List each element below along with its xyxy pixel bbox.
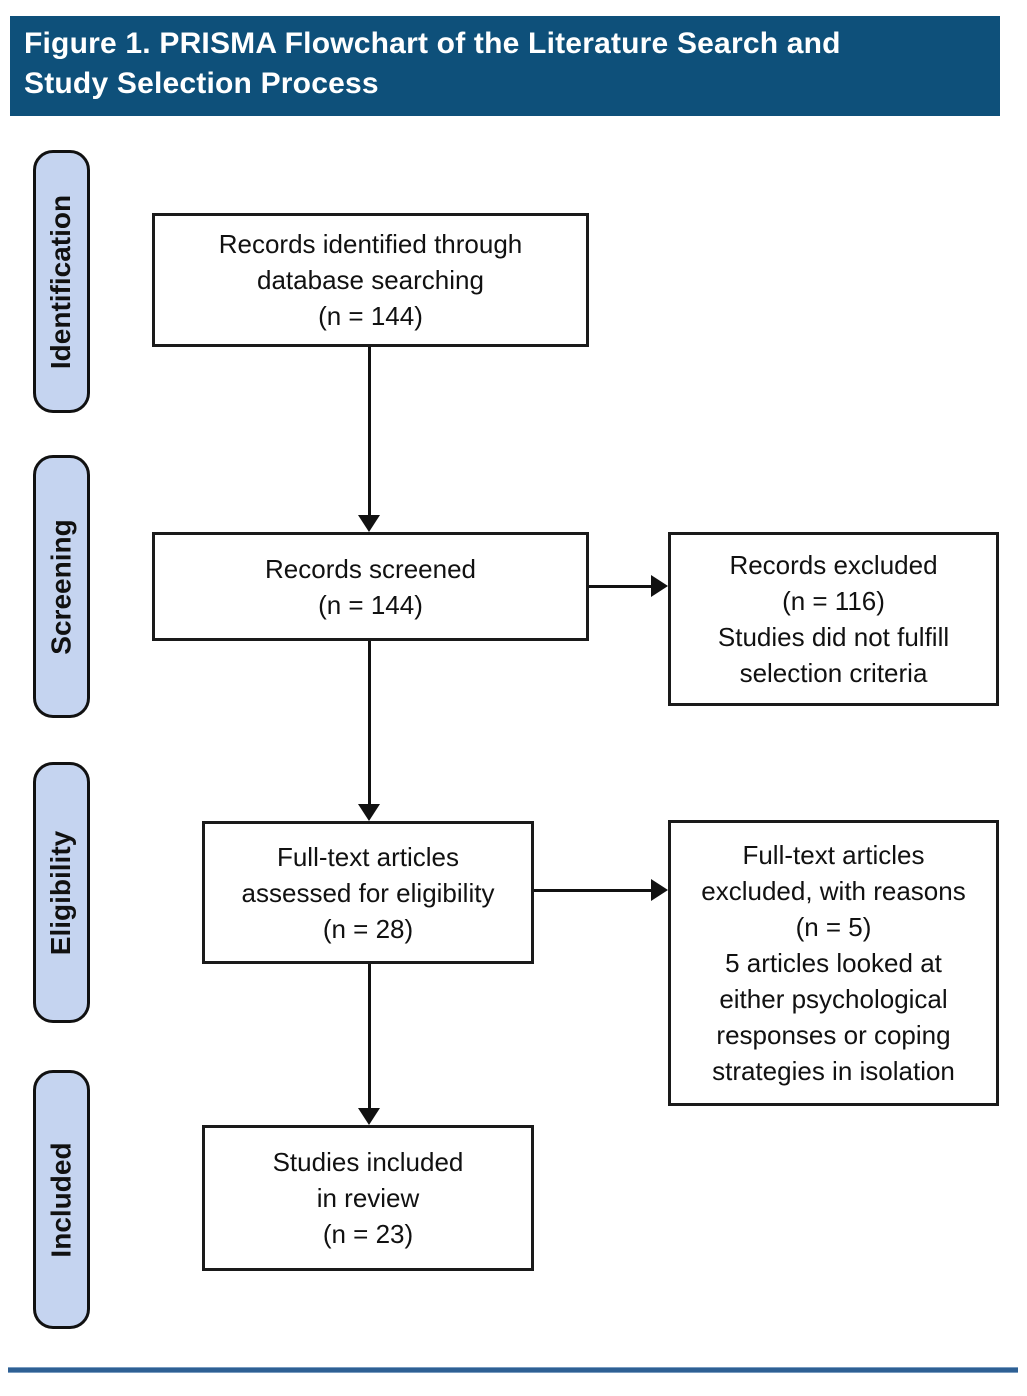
box-line: Studies included xyxy=(272,1147,464,1177)
box-line: Records identified through xyxy=(218,229,523,259)
right-arrow-line xyxy=(589,585,652,588)
flow-box-fulltext-assessed: Full-text articles assessed for eligibil… xyxy=(202,821,534,964)
box-line: assessed for eligibility xyxy=(241,877,495,908)
stage-label-text: Screening xyxy=(45,518,77,655)
box-line: either psychological xyxy=(719,984,948,1014)
stage-label-screening: Screening xyxy=(33,455,90,718)
down-arrow-line xyxy=(368,964,371,1109)
stage-label-text: Eligibility xyxy=(45,830,77,955)
box-line: 5 articles looked at xyxy=(725,948,942,978)
down-arrow-icon xyxy=(358,1108,380,1125)
box-line: Full-text articles xyxy=(276,841,460,872)
bottom-divider-rule xyxy=(8,1367,1018,1373)
right-arrow-icon xyxy=(651,575,668,597)
box-line: strategies in isolation xyxy=(712,1056,955,1086)
box-line: Studies did not fulfill xyxy=(717,622,950,652)
stage-label-included: Included xyxy=(33,1070,90,1329)
box-line: responses or coping xyxy=(716,1020,951,1050)
box-line: selection criteria xyxy=(739,658,928,688)
figure-title-banner: Figure 1. PRISMA Flowchart of the Litera… xyxy=(10,16,1000,116)
flow-box-records-identified: Records identified through database sear… xyxy=(152,213,589,347)
figure-title-line-2: Study Selection Process xyxy=(24,67,379,100)
stage-label-text: Included xyxy=(45,1141,77,1258)
box-line: database searching xyxy=(257,265,484,295)
right-arrow-icon xyxy=(651,879,668,901)
stage-label-identification: Identification xyxy=(33,150,90,413)
box-line: (n = 144) xyxy=(318,589,423,620)
box-line: Records excluded xyxy=(729,550,938,580)
flow-box-records-screened: Records screened (n = 144) xyxy=(152,532,589,641)
flow-box-studies-included: Studies included in review (n = 23) xyxy=(202,1125,534,1271)
box-line: Records screened xyxy=(265,553,476,584)
stage-label-text: Identification xyxy=(45,194,77,369)
down-arrow-line xyxy=(368,347,371,516)
down-arrow-icon xyxy=(358,804,380,821)
box-line: (n = 144) xyxy=(318,301,423,331)
figure-title-line-1: Figure 1. PRISMA Flowchart of the Litera… xyxy=(24,27,841,60)
box-line: excluded, with reasons xyxy=(701,876,966,906)
right-arrow-line xyxy=(534,889,652,892)
flow-box-records-excluded: Records excluded (n = 116) Studies did n… xyxy=(668,532,999,706)
box-line: Full-text articles xyxy=(742,840,925,870)
down-arrow-icon xyxy=(358,515,380,532)
stage-label-eligibility: Eligibility xyxy=(33,762,90,1023)
box-line: in review xyxy=(316,1183,420,1213)
down-arrow-line xyxy=(368,641,371,805)
box-line: (n = 23) xyxy=(322,1219,414,1249)
flow-box-fulltext-excluded: Full-text articles excluded, with reason… xyxy=(668,820,999,1106)
box-line: (n = 5) xyxy=(795,912,872,942)
box-line: (n = 116) xyxy=(782,586,885,616)
box-line: (n = 28) xyxy=(322,913,414,944)
